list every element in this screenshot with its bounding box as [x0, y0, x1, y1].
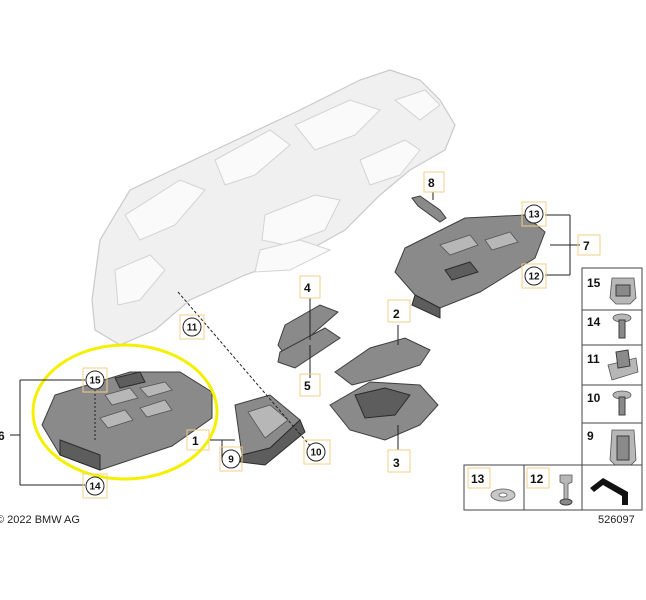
- callout-circle-10: 10: [303, 439, 331, 465]
- legend-item-12: 12: [526, 467, 573, 506]
- svg-text:9: 9: [587, 429, 594, 443]
- legend-item-10: 10: [587, 390, 632, 416]
- part-6-illustration: [41, 371, 213, 471]
- copyright-text: © 2022 BMW AG: [0, 514, 80, 526]
- part-4-5-illustration: [277, 304, 341, 369]
- legend-item-11: 11: [587, 349, 639, 381]
- callout-circle-15: 15: [82, 367, 108, 393]
- svg-text:9: 9: [228, 455, 234, 466]
- bottom-legend: 13 12: [463, 464, 643, 511]
- callout-circle-14: 14: [82, 473, 108, 499]
- legend-item-bracket-symbol: [590, 478, 628, 505]
- svg-text:4: 4: [304, 281, 311, 295]
- svg-text:5: 5: [304, 379, 311, 393]
- svg-text:15: 15: [89, 376, 101, 387]
- callout-7: 7: [577, 234, 601, 256]
- callout-circle-12: 12: [521, 263, 547, 289]
- part-8-illustration: [411, 195, 447, 223]
- svg-text:2: 2: [393, 307, 400, 321]
- legend-item-14: 14: [587, 313, 632, 339]
- dashboard-ghost: [91, 69, 456, 346]
- svg-text:10: 10: [310, 448, 322, 459]
- callout-4: 4: [299, 275, 321, 299]
- svg-text:8: 8: [428, 176, 435, 190]
- svg-text:7: 7: [583, 239, 590, 253]
- part-1-illustration: [234, 394, 306, 466]
- part-2-3-illustration: [329, 337, 439, 441]
- svg-text:12: 12: [528, 272, 540, 283]
- part-7-illustration: [394, 214, 546, 319]
- svg-text:10: 10: [587, 391, 601, 405]
- legend-item-15: 15: [587, 276, 637, 305]
- svg-text:14: 14: [587, 315, 601, 329]
- fastener-legend: 15 14 11 10 9: [581, 267, 643, 479]
- svg-text:6: 6: [0, 429, 5, 443]
- diagram-number: 526097: [598, 514, 635, 526]
- callout-2: 2: [387, 299, 411, 323]
- svg-text:14: 14: [89, 482, 101, 493]
- callout-circle-11: 11: [179, 314, 205, 340]
- legend-item-9: 9: [587, 429, 637, 467]
- svg-text:3: 3: [393, 456, 400, 470]
- svg-text:15: 15: [587, 276, 601, 290]
- svg-text:11: 11: [587, 352, 600, 366]
- callout-1: 1: [186, 429, 210, 451]
- callout-5: 5: [299, 373, 321, 397]
- svg-text:13: 13: [528, 210, 540, 221]
- highlight-ellipse: [31, 343, 219, 481]
- svg-text:13: 13: [471, 472, 485, 486]
- callout-3: 3: [387, 449, 411, 473]
- callout-circle-13: 13: [521, 201, 547, 227]
- callout-6: 6: [0, 429, 5, 443]
- legend-item-13: 13: [467, 467, 516, 502]
- svg-text:12: 12: [530, 472, 544, 486]
- leader-lines: [10, 192, 580, 486]
- callout-circle-9: 9: [219, 446, 243, 472]
- svg-text:1: 1: [192, 434, 199, 448]
- callout-8: 8: [423, 171, 445, 193]
- svg-text:11: 11: [187, 323, 198, 334]
